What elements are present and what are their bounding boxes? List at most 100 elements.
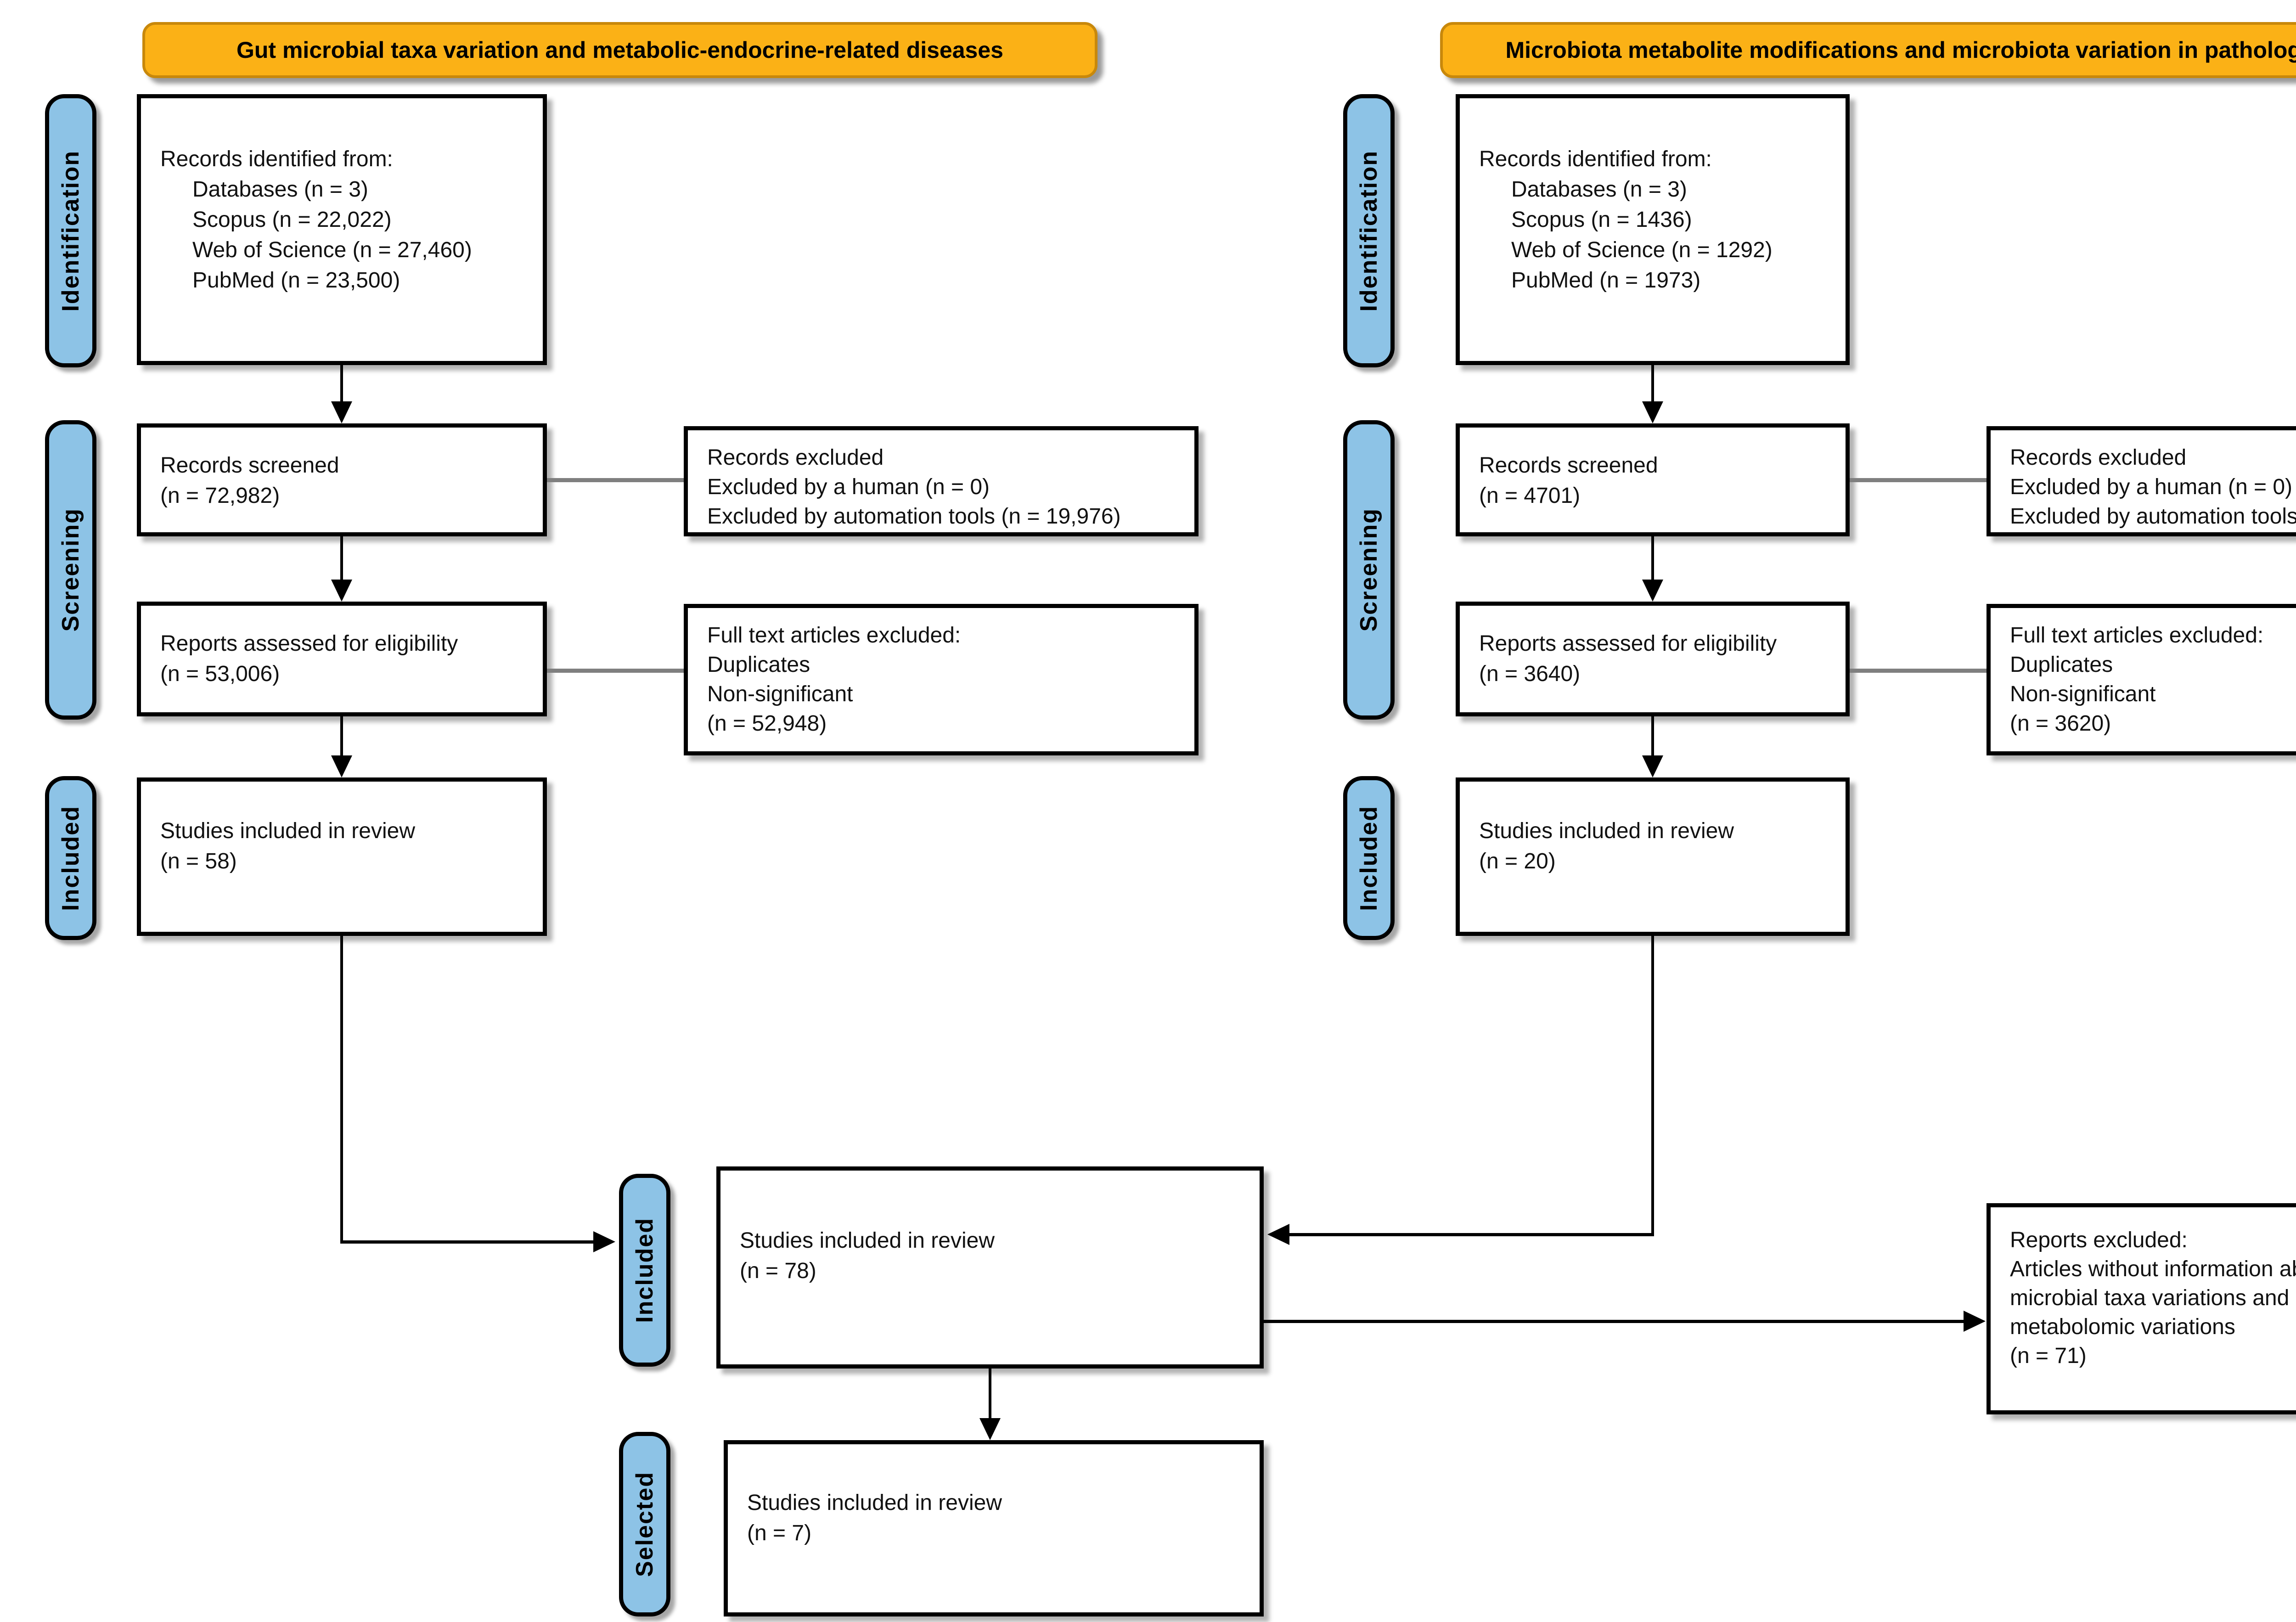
- box-line: (n = 72,982): [160, 484, 280, 508]
- connector-identified-to-screened-left: [340, 365, 343, 403]
- connector-assessed-to-included-right: [1651, 716, 1654, 755]
- records-identified-item: PubMed (n = 23,500): [192, 268, 400, 293]
- stage-tag-screening-left: Screening: [45, 420, 96, 720]
- box-line: (n = 58): [160, 849, 237, 873]
- box-line: Excluded by automation tools (n = 19,976…: [707, 504, 1121, 529]
- arrowhead-down-icon: [331, 401, 352, 423]
- box-line: Reports excluded:: [2010, 1228, 2188, 1252]
- box-records-identified-right: Records identified from: Databases (n = …: [1456, 94, 1850, 365]
- box-records-identified-left: Records identified from: Databases (n = …: [137, 94, 547, 365]
- box-reports-excluded-merged: Reports excluded: Articles without infor…: [1986, 1203, 2296, 1414]
- box-line: Excluded by a human (n = 0): [707, 475, 990, 499]
- stage-tag-included-left-label: Included: [57, 805, 84, 911]
- box-line: Non-significant: [2010, 682, 2156, 706]
- connector-screened-to-assessed-right: [1651, 534, 1654, 580]
- stage-tag-included-merge: Included: [619, 1174, 670, 1367]
- records-identified-item: Databases (n = 3): [1511, 177, 1687, 202]
- box-studies-included-right: Studies included in review (n = 20): [1456, 777, 1850, 936]
- arrowhead-right-icon: [1964, 1311, 1986, 1332]
- stage-tag-included-left: Included: [45, 776, 96, 940]
- box-records-screened-right: Records screened (n = 4701): [1456, 423, 1850, 536]
- box-line: Studies included in review: [740, 1228, 995, 1253]
- connector-assessed-to-included-left: [340, 716, 343, 755]
- box-line: (n = 3620): [2010, 711, 2111, 736]
- box-line: (n = 52,948): [707, 711, 827, 736]
- box-line: (n = 3640): [1479, 662, 1581, 686]
- stage-tag-screening-left-label: Screening: [57, 508, 84, 632]
- records-identified-item: Scopus (n = 1436): [1511, 208, 1692, 232]
- box-line: (n = 78): [740, 1259, 816, 1283]
- stage-tag-identification-left-label: Identification: [57, 150, 84, 312]
- box-line: Duplicates: [2010, 653, 2113, 677]
- box-fulltext-excluded-right: Full text articles excluded: Duplicates …: [1986, 604, 2296, 755]
- box-records-screened-left: Records screened (n = 72,982): [137, 423, 547, 536]
- box-line: Full text articles excluded:: [2010, 623, 2264, 648]
- records-identified-item: Databases (n = 3): [192, 177, 368, 202]
- left-column-banner: Gut microbial taxa variation and metabol…: [142, 22, 1097, 78]
- arrowhead-down-icon: [1642, 755, 1663, 777]
- box-studies-included-merged: Studies included in review (n = 78): [716, 1166, 1264, 1369]
- stage-tag-identification-right: Identification: [1343, 94, 1395, 367]
- arrowhead-down-icon: [331, 580, 352, 602]
- connector-right-included-down: [1651, 936, 1654, 1236]
- box-reports-assessed-right: Reports assessed for eligibility (n = 36…: [1456, 602, 1850, 716]
- arrowhead-down-icon: [1642, 580, 1663, 602]
- box-line: Articles without information about: [2010, 1257, 2296, 1281]
- connector-left-included-down: [340, 936, 343, 1243]
- connector-assessed-to-fulltext-left: [547, 669, 684, 673]
- stage-tag-included-right-label: Included: [1356, 805, 1382, 911]
- records-identified-item: Web of Science (n = 27,460): [192, 238, 472, 262]
- box-records-excluded-right: Records excluded Excluded by a human (n …: [1986, 426, 2296, 536]
- records-identified-title: Records identified from:: [1479, 147, 1712, 171]
- box-line: (n = 53,006): [160, 662, 280, 686]
- box-line: (n = 20): [1479, 849, 1556, 873]
- box-line: Excluded by automation tools (n = 1061): [2010, 504, 2296, 529]
- box-records-excluded-left: Records excluded Excluded by a human (n …: [684, 426, 1199, 536]
- box-reports-assessed-left: Reports assessed for eligibility (n = 53…: [137, 602, 547, 716]
- connector-merged-to-reports-excluded: [1264, 1320, 1964, 1323]
- stage-tag-selected-label: Selected: [631, 1471, 658, 1577]
- connector-left-included-across: [340, 1240, 593, 1244]
- arrowhead-left-icon: [1267, 1224, 1289, 1245]
- arrowhead-down-icon: [1642, 401, 1663, 423]
- box-line: (n = 71): [2010, 1344, 2087, 1368]
- stage-tag-included-right: Included: [1343, 776, 1395, 940]
- right-column-banner: Microbiota metabolite modifications and …: [1440, 22, 2296, 78]
- records-identified-title: Records identified from:: [160, 147, 393, 171]
- box-line: Full text articles excluded:: [707, 623, 961, 648]
- box-studies-included-left: Studies included in review (n = 58): [137, 777, 547, 936]
- connector-merged-to-selected: [989, 1369, 991, 1418]
- connector-assessed-to-fulltext-right: [1850, 669, 1986, 673]
- connector-right-included-across: [1289, 1233, 1654, 1236]
- records-identified-item: PubMed (n = 1973): [1511, 268, 1701, 293]
- box-line: Records excluded: [707, 445, 884, 470]
- box-line: Studies included in review: [160, 819, 415, 843]
- stage-tag-screening-right-label: Screening: [1356, 508, 1382, 632]
- box-line: metabolomic variations: [2010, 1315, 2235, 1339]
- box-line: Excluded by a human (n = 0): [2010, 475, 2293, 499]
- stage-tag-identification-left: Identification: [45, 94, 96, 367]
- records-identified-item: Scopus (n = 22,022): [192, 208, 392, 232]
- box-studies-included-selected: Studies included in review (n = 7): [724, 1440, 1264, 1616]
- arrowhead-right-icon: [593, 1231, 615, 1252]
- connector-screened-to-excluded-right: [1850, 478, 1986, 482]
- box-line: (n = 7): [747, 1521, 812, 1545]
- box-line: Records screened: [1479, 453, 1658, 478]
- arrowhead-down-icon: [331, 755, 352, 777]
- connector-screened-to-excluded-left: [547, 478, 684, 482]
- box-line: Duplicates: [707, 653, 810, 677]
- box-line: Studies included in review: [1479, 819, 1734, 843]
- connector-screened-to-assessed-left: [340, 534, 343, 580]
- records-identified-item: Web of Science (n = 1292): [1511, 238, 1773, 262]
- box-line: Records excluded: [2010, 445, 2187, 470]
- arrowhead-down-icon: [979, 1418, 1001, 1440]
- box-line: Reports assessed for eligibility: [160, 631, 458, 656]
- box-line: microbial taxa variations and: [2010, 1286, 2290, 1310]
- box-line: Non-significant: [707, 682, 853, 706]
- stage-tag-identification-right-label: Identification: [1356, 150, 1382, 312]
- connector-identified-to-screened-right: [1651, 365, 1654, 403]
- stage-tag-screening-right: Screening: [1343, 420, 1395, 720]
- stage-tag-selected: Selected: [619, 1432, 670, 1616]
- box-fulltext-excluded-left: Full text articles excluded: Duplicates …: [684, 604, 1199, 755]
- box-line: Records screened: [160, 453, 339, 478]
